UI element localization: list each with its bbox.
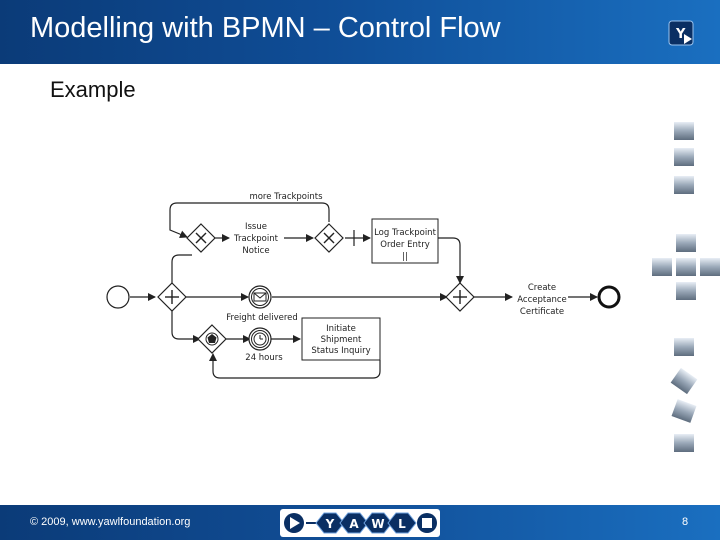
task-issue-trackpoint-notice: Issue Trackpoint Notice (233, 222, 279, 256)
svg-text:Certificate: Certificate (520, 307, 564, 317)
message-event-icon (248, 285, 272, 309)
nav-stop-icon[interactable] (417, 513, 437, 533)
svg-text:Status Inquiry: Status Inquiry (311, 346, 370, 356)
svg-text:L: L (398, 517, 406, 531)
svg-text:||: || (402, 252, 408, 262)
xor-split-gateway-icon (314, 223, 344, 253)
parallel-gateway-join-icon (445, 282, 475, 312)
page-number: 8 (682, 516, 689, 528)
svg-text:W: W (371, 517, 384, 531)
parallel-gateway-split-icon (157, 282, 187, 312)
svg-text:Log Trackpoint: Log Trackpoint (374, 228, 436, 238)
svg-text:Y: Y (325, 517, 335, 531)
task-initiate-shipment-status-inquiry: Initiate Shipment Status Inquiry (301, 317, 381, 361)
svg-text:Issue: Issue (245, 222, 267, 232)
yawl-logo-icon: Y (668, 20, 694, 46)
task-log-trackpoint-order-entry: Log Trackpoint Order Entry || (371, 218, 439, 264)
event-based-gateway-icon (197, 324, 227, 354)
svg-text:Trackpoint: Trackpoint (233, 234, 279, 244)
nav-play-icon[interactable] (284, 513, 304, 533)
slide-title: Modelling with BPMN – Control Flow (30, 12, 501, 44)
svg-text:Acceptance: Acceptance (517, 295, 566, 305)
loop-label: more Trackpoints (249, 192, 323, 202)
svg-text:Order Entry: Order Entry (380, 240, 429, 250)
yawl-nav-bar: Y A W L (280, 509, 440, 537)
copyright-text: © 2009, www.yawlfoundation.org (30, 516, 191, 528)
header-bar: Modelling with BPMN – Control Flow Y (0, 0, 720, 64)
svg-text:Y: Y (675, 27, 686, 42)
end-event-icon (597, 285, 621, 309)
task-create-acceptance-certificate: Create Acceptance Certificate (517, 283, 566, 317)
start-event-icon (106, 285, 130, 309)
decorative-squares (652, 122, 720, 452)
svg-text:Create: Create (528, 283, 556, 293)
timer-event-icon (248, 327, 272, 351)
freight-delivered-label: Freight delivered (226, 313, 298, 323)
svg-text:A: A (349, 517, 359, 531)
nav-w-badge[interactable]: W (363, 512, 393, 534)
svg-text:Notice: Notice (242, 246, 269, 256)
svg-text:Initiate: Initiate (326, 324, 356, 334)
xor-merge-gateway-icon (186, 223, 216, 253)
timer-label: 24 hours (245, 353, 283, 363)
section-heading: Example (50, 77, 136, 102)
svg-text:Shipment: Shipment (321, 335, 362, 345)
nav-l-badge[interactable]: L (387, 512, 417, 534)
